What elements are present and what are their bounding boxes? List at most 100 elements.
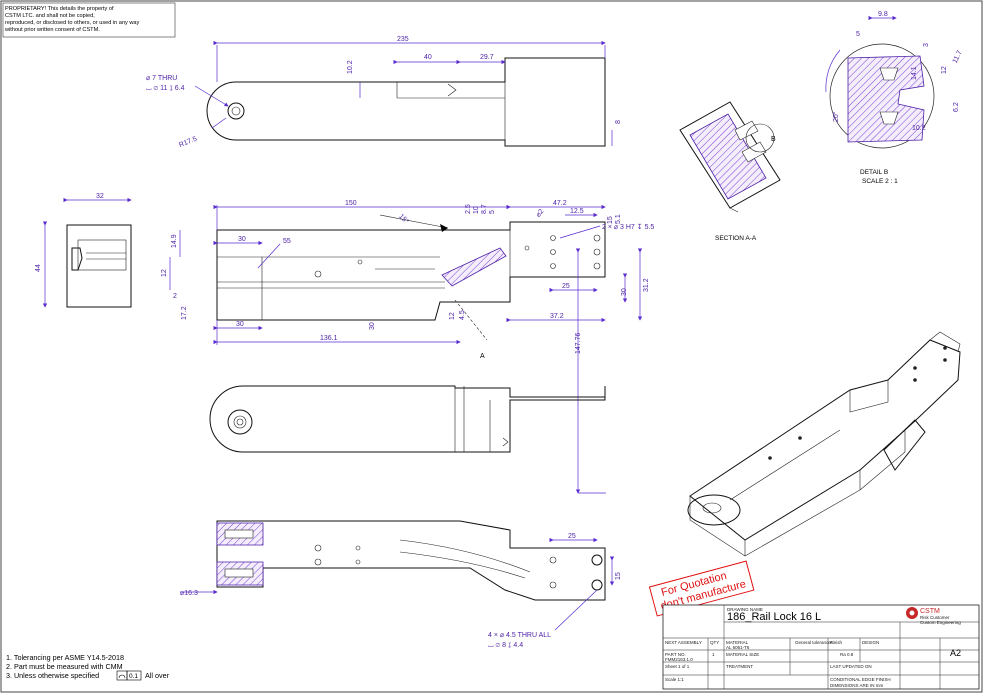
side-view	[209, 385, 606, 453]
detail-dim: 12	[941, 66, 948, 74]
dim-40: 40	[424, 54, 432, 61]
detail-dim: 6.2	[953, 102, 960, 112]
detail-dim: 5	[856, 31, 860, 38]
tb-label: CONDITIONAL EDGE FINISH	[830, 677, 891, 682]
dim-14-9: 14.9	[171, 234, 178, 248]
detail-title: DETAIL B	[860, 169, 888, 176]
detail-b: 9.8 5 3 12 14.1 11.7 10.2 20° 6.2 DETAIL…	[825, 11, 964, 185]
company-sub: Risk Customer	[920, 615, 950, 620]
drawing-name-label: DRAWING NAME	[727, 607, 763, 612]
note-1: 1. Tolerancing per ASME Y14.5-2018	[6, 653, 124, 662]
tb-label: DESIGN	[862, 640, 879, 645]
side-view-outline	[209, 385, 606, 453]
angle-label: ⌀2	[535, 208, 546, 219]
dim-55: 55	[283, 238, 291, 245]
tb-label: Scale 1:1	[665, 677, 684, 682]
sheet-size: A2	[950, 648, 961, 658]
tb-label: PART NO.	[665, 652, 686, 657]
detail-dim: 11.7	[952, 50, 964, 65]
dim-47: 47.2	[553, 200, 567, 207]
proprietary-note: PROPRIETARY! This details the property o…	[2, 2, 176, 38]
dim-12: 12	[161, 269, 168, 277]
dim-147: 147.76	[575, 332, 582, 354]
tb-label: Finish	[830, 640, 843, 645]
dim-bottom-25: 25	[568, 533, 576, 540]
section-hatch	[689, 113, 767, 200]
top-hole-callout: ⌴ ⌀ 11 ↧ 6.4	[146, 85, 185, 92]
dim-17-2: 17.2	[181, 306, 188, 320]
front-section-slot	[441, 247, 507, 287]
detail-dim: 20°	[832, 111, 840, 122]
tb-label: QTY	[710, 640, 719, 645]
top-hole-callout: ⌀ 7 THRU	[146, 75, 177, 82]
dim-30c: 30	[369, 322, 376, 330]
company-sub: Custom Engineering	[920, 620, 961, 625]
note-2: 2. Part must be measured with CMM	[6, 662, 123, 671]
proprietary-line: CSTM LTC. and shall not be copied,	[5, 13, 95, 19]
dim-2: 2	[173, 293, 177, 300]
pivot-hole	[227, 102, 245, 120]
bottom-view: 25 ⌀16.3 15 4 × ⌀ 4.5 THRU ALL ⌴ ⌀ 8 ↧ 4…	[180, 520, 622, 649]
dim-30b: 30	[236, 321, 244, 328]
bottom-hole-callout: 4 × ⌀ 4.5 THRU ALL	[488, 632, 551, 639]
tb-label: MATERIAL	[726, 640, 749, 645]
section-label: SECTION A-A	[715, 235, 757, 242]
proprietary-line: PROPRIETARY! This details the property o…	[5, 6, 114, 12]
isometric-view	[687, 331, 961, 557]
dim-bottom-16: ⌀16.3	[180, 590, 198, 597]
end-view-outline	[66, 224, 132, 308]
section-a-a: B SECTION A-A	[679, 101, 781, 242]
detail-dim: 9.8	[878, 11, 888, 18]
small-dim: 12	[449, 312, 456, 320]
small-dim: 15	[607, 216, 614, 224]
dim-12-5: 12.5	[570, 208, 584, 215]
tb-label: NEXT ASSEMBLY	[665, 640, 702, 645]
end-view-height: 44	[35, 264, 42, 272]
dim-overall: 235	[397, 36, 409, 43]
note-suffix: All over	[145, 671, 170, 680]
end-view-width: 32	[96, 193, 104, 200]
dim-31: 31.2	[643, 278, 650, 292]
drawing-name: 186_Rail Lock 16 L	[727, 611, 821, 623]
detail-dim: 10.2	[912, 125, 926, 132]
small-dim: 4.5	[459, 310, 466, 320]
tb-value: Ra 0.8	[840, 652, 854, 657]
dim-25: 25	[562, 283, 570, 290]
detail-hatch	[847, 55, 925, 143]
tb-value: FMM2163.1.0	[665, 657, 693, 662]
dim-150: 150	[345, 200, 357, 207]
angle-label: 15°	[397, 212, 410, 225]
tb-value: AL 6061-T6	[726, 645, 750, 650]
company-name: CSTM	[920, 608, 940, 615]
notes: 1. Tolerancing per ASME Y14.5-2018 2. Pa…	[6, 653, 170, 681]
small-dim: 5.1	[615, 214, 622, 224]
small-dim: 8.7	[481, 204, 488, 214]
section-marker: B	[771, 136, 776, 143]
top-view-outline	[206, 57, 606, 147]
bottom-view-outline	[216, 520, 606, 601]
top-radius: R17.5	[178, 136, 198, 150]
front-view-outline	[216, 221, 606, 321]
dim-37: 37.2	[550, 313, 564, 320]
front-hole-callout: 2 × ⌀ 3 H7 ↧ 5.5	[602, 223, 654, 231]
top-view: 235 40 29.7 10.2 8 ⌀ 7 THRU ⌴ ⌀ 11 ↧ 6.4…	[146, 36, 622, 149]
end-view: 32 44	[35, 193, 132, 308]
tb-label: Sheet 1 of 1	[665, 664, 690, 669]
title-block: DRAWING NAME 186_Rail Lock 16 L CSTM Ris…	[662, 604, 980, 690]
dim-10: 10.2	[347, 60, 354, 74]
detail-scale: SCALE 2 : 1	[862, 178, 898, 185]
tb-label: General tolerances	[795, 640, 834, 645]
small-dim: 2.5	[465, 204, 472, 214]
detail-dim: 3	[923, 43, 930, 47]
dim-30a: 30	[238, 236, 246, 243]
small-dim: 5	[489, 210, 496, 214]
dim-30d: 30	[621, 288, 628, 296]
front-view: 150 30 14.9 12 2 17.2 30 136.1 30 47.2 1…	[161, 200, 654, 494]
cut-marker: A	[480, 353, 485, 360]
tb-label: LAST UPDATED ON	[830, 664, 872, 669]
bottom-hole-callout: ⌴ ⌀ 8 ↧ 4.4	[488, 642, 523, 649]
note-3: 3. Unless otherwise specified	[6, 671, 99, 680]
